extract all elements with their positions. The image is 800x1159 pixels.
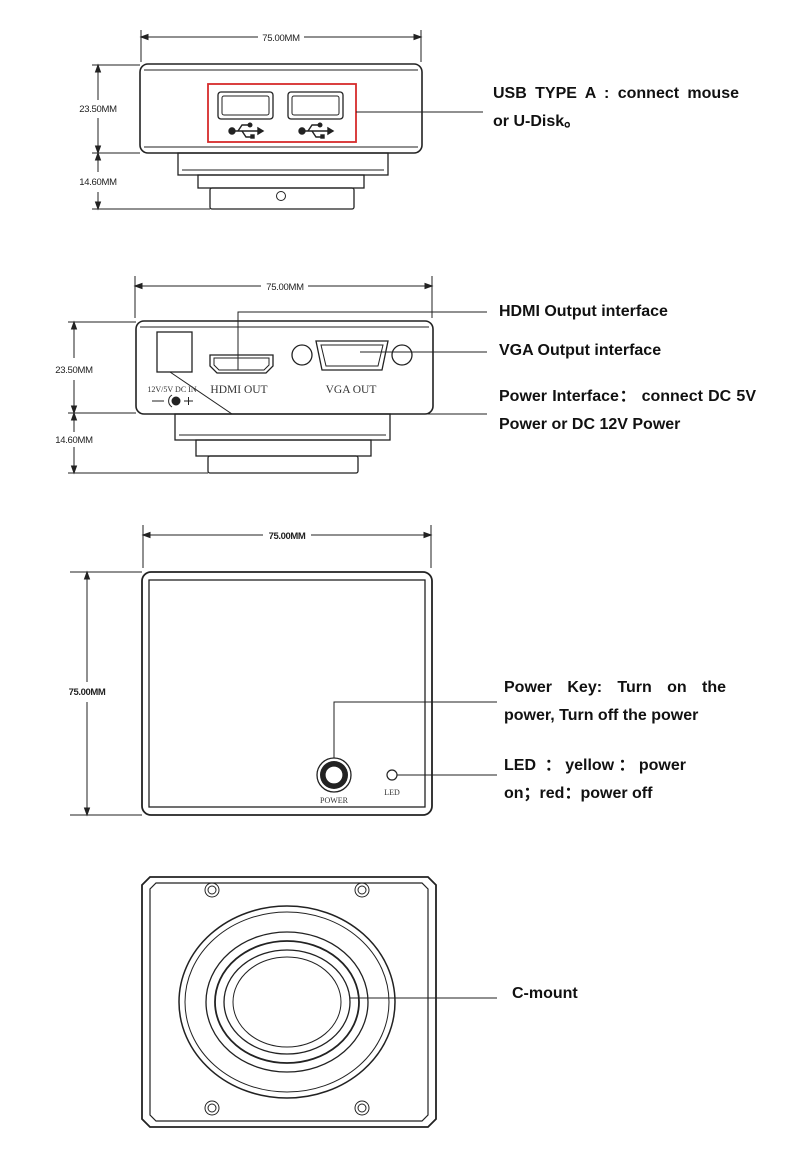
usb-callout: USB TYPE A : connect mouse or U-Disk。 xyxy=(493,85,739,130)
power-interface-callout: Power Interface： connect DC 5V Power or … xyxy=(499,388,756,433)
top-mount-dim: 14.60MM xyxy=(79,177,117,188)
cmount-callout: C-mount xyxy=(512,985,578,1002)
vga-callout: VGA Output interface xyxy=(499,342,662,359)
rear-view xyxy=(68,276,487,475)
top-width-dim: 75.00MM xyxy=(262,33,300,44)
side-view xyxy=(70,525,497,817)
rear-mount-dim: 14.60MM xyxy=(55,435,93,446)
power-button-label: POWER xyxy=(320,796,349,805)
hdmi-port-label: HDMI OUT xyxy=(210,384,267,396)
led-callout: LED ：yellow：power on；red：power off xyxy=(504,757,686,802)
front-view xyxy=(141,876,497,1128)
hdmi-callout: HDMI Output interface xyxy=(499,303,668,320)
rear-width-dim: 75.00MM xyxy=(266,282,304,293)
top-height-dim: 23.50MM xyxy=(79,104,117,115)
rear-height-dim: 23.50MM xyxy=(55,365,93,376)
power-key-callout: Power Key: Turn on the power, Turn off t… xyxy=(504,679,726,724)
led-label: LED xyxy=(384,788,400,797)
vga-port-label: VGA OUT xyxy=(326,384,377,396)
top-view xyxy=(92,30,483,211)
side-height-dim: 75.00MM xyxy=(69,687,106,698)
side-width-dim: 75.00MM xyxy=(269,531,306,542)
power-port-label: 12V/5V DC IN xyxy=(147,385,196,394)
